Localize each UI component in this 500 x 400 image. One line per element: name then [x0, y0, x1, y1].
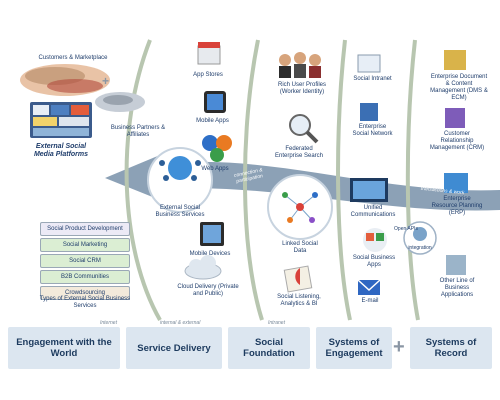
- zone-internal-external: internal & external: [160, 320, 201, 326]
- external-services-hub-icon: [147, 147, 213, 213]
- email-label: E-mail: [361, 298, 379, 304]
- unified-label: Unified Communications: [350, 205, 396, 218]
- search-label: Federated Enterprise Search: [274, 146, 324, 159]
- crm-label: Customer Relationship Management (CRM): [429, 131, 485, 151]
- user-profiles-icon: [279, 52, 321, 78]
- zone-intranet: Intranet: [268, 320, 285, 326]
- separator-curve-2: [242, 39, 264, 321]
- listening-label: Social Listening, Analytics & BI: [277, 294, 321, 307]
- network-label: Enterprise Social Network: [352, 124, 393, 137]
- app-store-icon: [197, 42, 221, 65]
- erp-label: Enterprise Resource Planning (ERP): [431, 196, 483, 216]
- intranet-label: Social Intranet: [353, 76, 392, 82]
- separator-curve-1: [124, 39, 162, 321]
- unified-communications-icon: [350, 178, 388, 202]
- linked-data-label: Linked Social Data: [282, 241, 318, 254]
- open-apis-label: Open APIs: [394, 226, 418, 232]
- footer-systems-record: Systems of Record: [410, 327, 492, 369]
- erp-icon: [444, 173, 468, 193]
- zone-internet: Internet: [100, 320, 117, 326]
- crm-icon: [445, 108, 465, 128]
- social-apps-label: Social Business Apps: [352, 255, 396, 268]
- social-apps-icon: [363, 228, 387, 252]
- platforms-label: External Social Media Platforms: [33, 143, 89, 158]
- stack-item-b2b: B2B Communities: [40, 270, 130, 284]
- mobile-devices-label: Mobile Devices: [189, 251, 231, 257]
- cloud-label: Cloud Delivery (Private and Public): [177, 284, 239, 297]
- dms-icon: [444, 50, 466, 70]
- hub-label: External Social Business Services: [155, 205, 205, 218]
- social-intranet-icon: [357, 54, 381, 73]
- web-apps-icon: [202, 135, 232, 162]
- mobile-apps-label: Mobile Apps: [196, 118, 229, 124]
- external-services-stack: Social Product Development Social Market…: [40, 222, 130, 302]
- customers-plus: +: [102, 74, 110, 88]
- stack-item-crm: Social CRM: [40, 254, 130, 268]
- footer-service-delivery: Service Delivery: [126, 327, 222, 369]
- partners-label: Business Partners & Affiliates: [110, 125, 166, 138]
- separator-curve-3: [336, 39, 352, 321]
- customers-crowd: [20, 64, 110, 96]
- web-apps-label: Web Apps: [201, 166, 229, 172]
- footer-systems-engagement: Systems of Engagement: [316, 327, 392, 369]
- lob-icon: [446, 255, 466, 275]
- integration-label: integration: [408, 245, 432, 251]
- stack-item-marketing: Social Marketing: [40, 238, 130, 252]
- stack-item-product-development: Social Product Development: [40, 222, 130, 236]
- cloud-icon: [184, 255, 222, 280]
- analytics-icon: [283, 265, 313, 293]
- footer-plus: +: [393, 336, 405, 358]
- lob-label: Other Line of Business Applications: [439, 278, 475, 298]
- linked-data-icon: [267, 174, 333, 240]
- partners-crowd: [95, 92, 145, 112]
- profiles-label: Rich User Profiles (Worker Identity): [277, 82, 326, 95]
- dms-label: Enterprise Document & Content Management…: [430, 74, 488, 101]
- separator-curve-4: [405, 39, 420, 321]
- types-label: Types of External Social Business Servic…: [39, 296, 131, 309]
- stack-item-crowdsourcing: Crowdsourcing: [40, 286, 130, 300]
- footer-social-foundation: Social Foundation: [228, 327, 310, 369]
- app-stores-label: App Stores: [193, 72, 223, 78]
- enterprise-network-icon: [360, 103, 378, 121]
- email-icon: [358, 280, 380, 295]
- search-icon: [289, 114, 319, 144]
- customers-label: Customers & Marketplace: [38, 55, 108, 61]
- footer-engagement-world: Engagement with the World: [8, 327, 120, 369]
